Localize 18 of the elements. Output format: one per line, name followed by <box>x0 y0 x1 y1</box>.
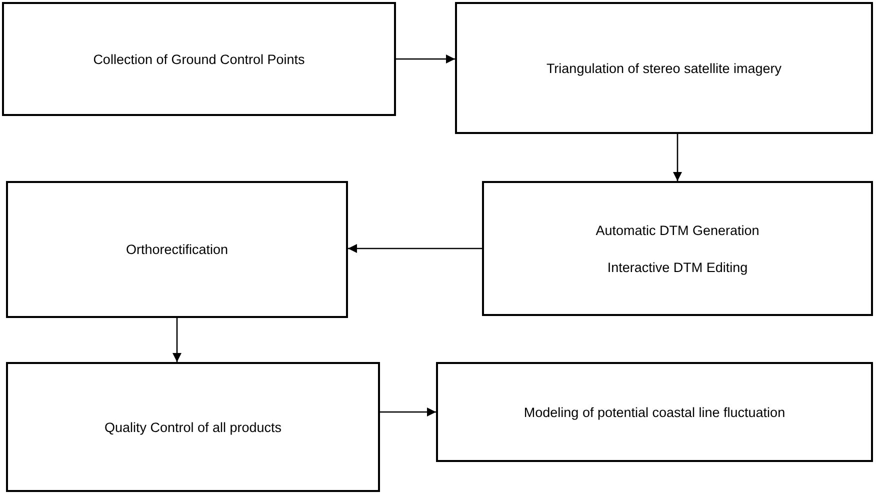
arrow <box>673 134 682 181</box>
box-text: Triangulation of stereo satellite imagery <box>546 60 782 76</box>
process-box <box>6 181 348 318</box>
box-text: Collection of Ground Control Points <box>93 52 305 66</box>
box-text: Modeling of potential coastal line fluctuation <box>524 404 786 420</box>
box-text: Orthorectification <box>126 242 228 257</box>
box-text: Interactive DTM Editing <box>607 260 748 274</box>
box-text: Automatic DTM Generation <box>596 222 760 238</box>
arrow <box>172 318 182 362</box>
box-text: Quality Control of all products <box>104 420 282 434</box>
process-box <box>436 362 873 462</box>
arrow <box>380 408 436 416</box>
arrow <box>396 54 455 64</box>
process-box <box>455 2 873 134</box>
process-box <box>482 181 873 316</box>
process-box <box>6 362 380 492</box>
process-box <box>2 2 396 116</box>
arrow <box>348 244 482 253</box>
